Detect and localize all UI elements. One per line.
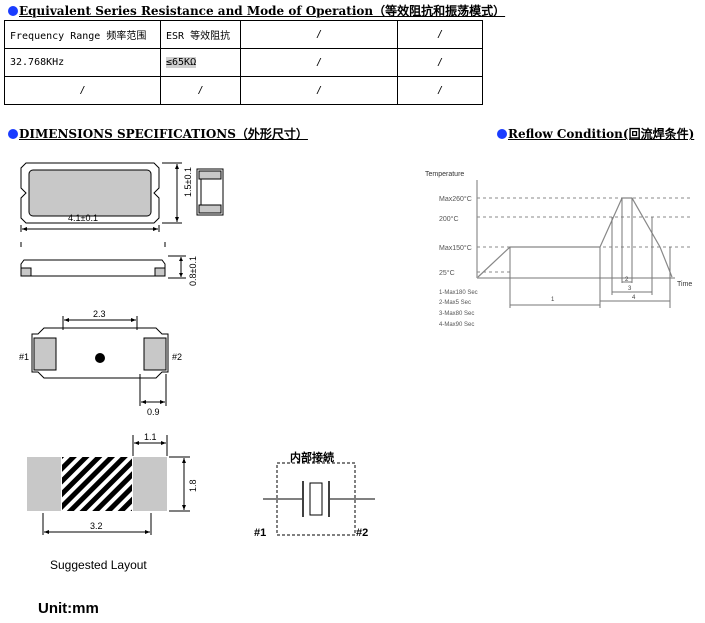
table-cell: ≤65KΩ	[160, 48, 241, 77]
pin2-label: #2	[172, 352, 183, 362]
bullet-icon	[8, 128, 18, 139]
table-cell: Frequency Range 频率范围	[4, 20, 161, 49]
table-cell: /	[397, 76, 483, 105]
dimensions-title-text: DIMENSIONS SPECIFICATIONS（外形尺寸）	[19, 127, 308, 141]
table-cell: /	[240, 48, 398, 77]
top-width-label: 4.1±0.1	[68, 213, 98, 223]
layout-span-label: 3.2	[90, 521, 103, 531]
esr-title-text: Equivalent Series Resistance and Mode of…	[19, 4, 506, 18]
unit-label: Unit:mm	[38, 600, 99, 617]
dimensions-section-title: DIMENSIONS SPECIFICATIONS（外形尺寸）	[8, 125, 308, 142]
package-drawing	[20, 162, 224, 406]
level-label: Max260°C	[439, 195, 472, 203]
interval-label: 1	[551, 297, 555, 303]
bullet-icon	[497, 128, 507, 139]
table-cell: 32.768KHz	[4, 48, 161, 77]
note-label: 1-Max180 Sec	[439, 290, 478, 296]
note-label: 2-Max5 Sec	[439, 300, 471, 306]
internal-connection-drawing	[263, 462, 375, 536]
internal-pin2: #2	[356, 527, 369, 539]
esr-section-title: Equivalent Series Resistance and Mode of…	[8, 2, 505, 19]
reflow-title-text: Reflow Condition(回流焊条件)	[508, 127, 695, 141]
table-cell: /	[397, 20, 483, 49]
table-cell: /	[160, 76, 241, 105]
table-row: Frequency Range 频率范围 ESR 等效阻抗 / /	[4, 20, 483, 49]
table-cell: /	[4, 76, 161, 105]
reflow-x-title: Time	[677, 281, 692, 288]
interval-label: 4	[632, 295, 636, 301]
level-label: 200°C	[439, 215, 459, 223]
top-view	[20, 162, 182, 232]
internal-pin1: #1	[254, 527, 267, 539]
top-height-label: 1.5±0.1	[183, 167, 193, 197]
reflow-chart: Temperature Time Max260°C 200°C Max150°C…	[425, 171, 692, 328]
end-view	[196, 168, 224, 216]
side-view	[20, 242, 186, 279]
layout-pad-width-label: 1.1	[144, 432, 157, 442]
table-cell: /	[397, 48, 483, 77]
interval-label: 3	[628, 286, 632, 292]
suggested-layout-drawing	[27, 435, 190, 535]
pad-label: 0.9	[147, 407, 160, 417]
note-label: 4-Max90 Sec	[439, 322, 474, 328]
layout-pad-height-label: 1.8	[188, 479, 198, 492]
table-row: / / / /	[4, 76, 483, 105]
table-cell: /	[240, 20, 398, 49]
bullet-icon	[8, 5, 18, 16]
table-cell: /	[240, 76, 398, 105]
level-label: Max150°C	[439, 244, 472, 252]
bottom-view	[31, 316, 169, 406]
reflow-section-title: Reflow Condition(回流焊条件)	[497, 125, 694, 142]
internal-title: 内部接続	[290, 451, 334, 464]
interval-label: 2	[625, 277, 629, 283]
esr-value: ≤65KΩ	[166, 57, 197, 68]
pin1-label: #1	[19, 352, 30, 362]
table-cell: ESR 等效阻抗	[160, 20, 241, 49]
side-height-label: 0.8±0.1	[188, 256, 198, 286]
reflow-y-title: Temperature	[425, 171, 464, 178]
level-label: 25°C	[439, 269, 455, 277]
suggested-layout-caption: Suggested Layout	[50, 558, 147, 572]
esr-table: Frequency Range 频率范围 ESR 等效阻抗 / / 32.768…	[4, 20, 483, 105]
note-label: 3-Max80 Sec	[439, 311, 474, 317]
table-row: 32.768KHz ≤65KΩ / /	[4, 48, 483, 77]
pitch-label: 2.3	[93, 309, 106, 319]
